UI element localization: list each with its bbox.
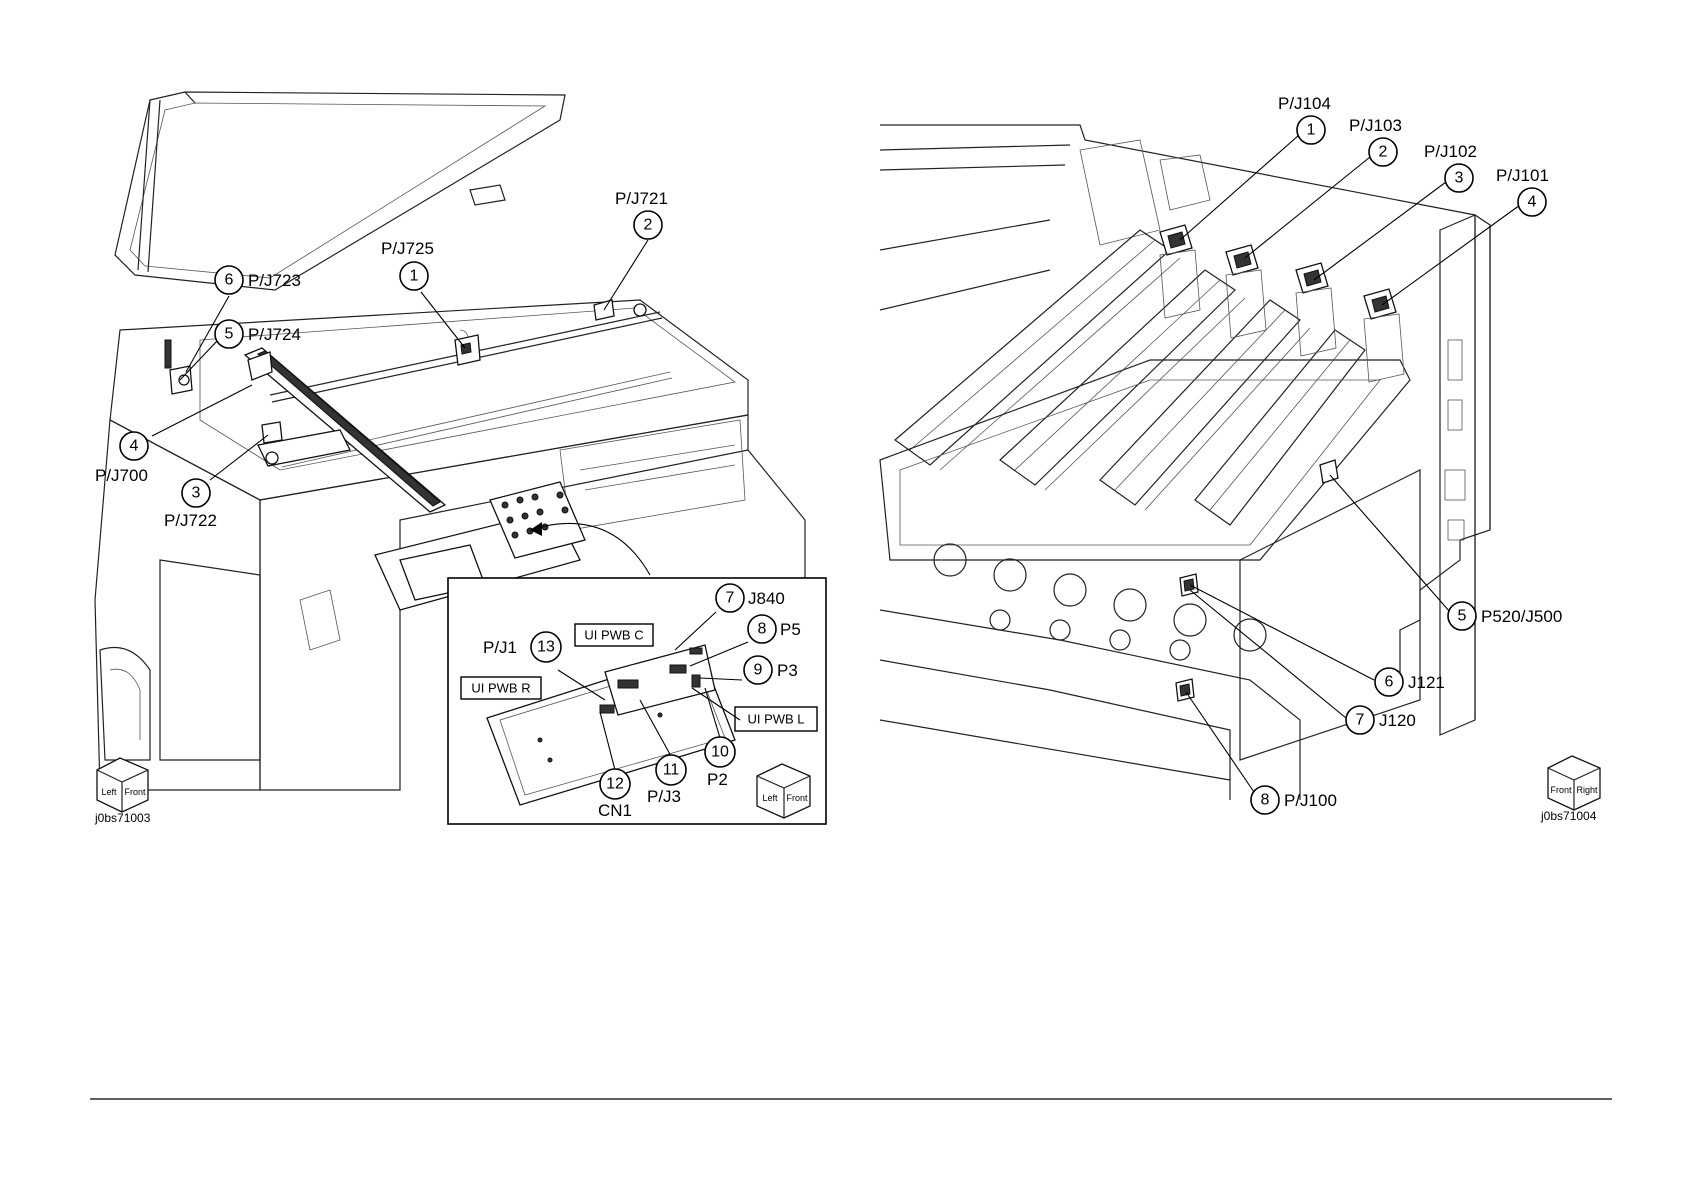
callout-left-1: 1 P/J725 bbox=[381, 239, 434, 290]
svg-text:5: 5 bbox=[1458, 608, 1467, 625]
callout-left-3: 3 P/J722 bbox=[164, 479, 217, 530]
svg-text:8: 8 bbox=[758, 621, 767, 638]
svg-text:3: 3 bbox=[192, 485, 201, 502]
callout-inset-7: 7 J840 bbox=[716, 584, 785, 612]
figure-id-right: j0bs71004 bbox=[1540, 809, 1597, 823]
callout-right-3: 3 P/J102 bbox=[1424, 142, 1477, 192]
svg-text:Front: Front bbox=[124, 787, 146, 797]
svg-text:6: 6 bbox=[1385, 674, 1394, 691]
svg-text:P/J721: P/J721 bbox=[615, 189, 668, 208]
svg-text:10: 10 bbox=[711, 744, 729, 761]
svg-text:7: 7 bbox=[726, 590, 735, 607]
svg-text:CN1: CN1 bbox=[598, 801, 632, 820]
svg-text:J121: J121 bbox=[1408, 673, 1445, 692]
callout-right-2: 2 P/J103 bbox=[1349, 116, 1402, 166]
svg-text:Left: Left bbox=[101, 787, 117, 797]
svg-text:4: 4 bbox=[130, 438, 139, 455]
callout-right-1: 1 P/J104 bbox=[1278, 94, 1331, 144]
svg-text:2: 2 bbox=[1379, 144, 1388, 161]
svg-text:P/J1: P/J1 bbox=[483, 638, 517, 657]
svg-text:P/J100: P/J100 bbox=[1284, 791, 1337, 810]
svg-text:P/J101: P/J101 bbox=[1496, 166, 1549, 185]
svg-text:J120: J120 bbox=[1379, 711, 1416, 730]
svg-text:1: 1 bbox=[410, 268, 419, 285]
svg-text:P520/J500: P520/J500 bbox=[1481, 607, 1562, 626]
ui-pwb-c-label: UI PWB C bbox=[575, 624, 653, 646]
svg-text:8: 8 bbox=[1261, 792, 1270, 809]
callout-right-6: 6 J121 bbox=[1375, 668, 1445, 696]
svg-text:Left: Left bbox=[762, 793, 778, 803]
svg-text:P/J700: P/J700 bbox=[95, 466, 148, 485]
svg-text:Right: Right bbox=[1576, 785, 1598, 795]
svg-text:P/J723: P/J723 bbox=[248, 271, 301, 290]
callout-right-5: 5 P520/J500 bbox=[1448, 602, 1562, 630]
callout-left-4: 4 P/J700 bbox=[95, 432, 148, 485]
svg-text:11: 11 bbox=[663, 762, 680, 779]
svg-text:P5: P5 bbox=[780, 620, 801, 639]
svg-text:3: 3 bbox=[1455, 170, 1464, 187]
svg-text:12: 12 bbox=[606, 776, 624, 793]
right-figure-illustration bbox=[880, 125, 1490, 800]
svg-text:P/J103: P/J103 bbox=[1349, 116, 1402, 135]
svg-text:9: 9 bbox=[754, 662, 763, 679]
figure-id-left: j0bs71003 bbox=[94, 811, 151, 825]
callout-left-6: 6 P/J723 bbox=[215, 266, 301, 294]
svg-text:P/J104: P/J104 bbox=[1278, 94, 1331, 113]
svg-text:UI PWB L: UI PWB L bbox=[747, 712, 804, 727]
orientation-cube-right: Front Right bbox=[1548, 756, 1600, 810]
svg-text:UI PWB R: UI PWB R bbox=[471, 681, 530, 696]
ui-pwb-r-label: UI PWB R bbox=[461, 677, 541, 699]
ui-pwb-l-label: UI PWB L bbox=[735, 707, 817, 731]
svg-text:P/J725: P/J725 bbox=[381, 239, 434, 258]
svg-text:J840: J840 bbox=[748, 589, 785, 608]
svg-text:P/J722: P/J722 bbox=[164, 511, 217, 530]
callout-left-5: 5 P/J724 bbox=[215, 320, 301, 348]
svg-text:P2: P2 bbox=[707, 770, 728, 789]
svg-text:6: 6 bbox=[225, 272, 234, 289]
svg-text:P3: P3 bbox=[777, 661, 798, 680]
svg-text:P/J724: P/J724 bbox=[248, 325, 301, 344]
svg-text:4: 4 bbox=[1528, 194, 1537, 211]
svg-text:Front: Front bbox=[1550, 785, 1572, 795]
svg-text:5: 5 bbox=[225, 326, 234, 343]
callout-left-2: 2 P/J721 bbox=[615, 189, 668, 239]
svg-text:2: 2 bbox=[644, 217, 653, 234]
svg-text:UI PWB C: UI PWB C bbox=[584, 628, 643, 643]
orientation-cube-left: Left Front bbox=[97, 758, 148, 812]
callout-right-7: 7 J120 bbox=[1346, 706, 1416, 734]
svg-text:P/J102: P/J102 bbox=[1424, 142, 1477, 161]
callout-right-4: 4 P/J101 bbox=[1496, 166, 1549, 216]
svg-text:7: 7 bbox=[1356, 712, 1365, 729]
orientation-cube-inset: Left Front bbox=[757, 764, 810, 818]
svg-text:13: 13 bbox=[537, 639, 555, 656]
svg-text:1: 1 bbox=[1307, 122, 1316, 139]
svg-text:Front: Front bbox=[786, 793, 808, 803]
svg-text:P/J3: P/J3 bbox=[647, 787, 681, 806]
callout-right-8: 8 P/J100 bbox=[1251, 786, 1337, 814]
